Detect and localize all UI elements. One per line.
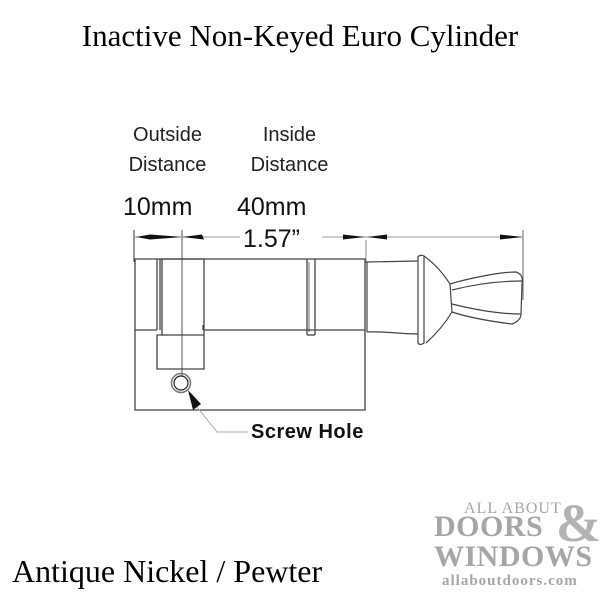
screw-hole-icon <box>173 375 189 391</box>
logo-website: allaboutdoors.com <box>442 573 578 589</box>
knob-flange <box>417 254 425 346</box>
outside-distance-value: 10mm <box>123 193 193 221</box>
inside-label-line1: Inside <box>262 124 317 146</box>
inside-label-line2: Distance <box>250 154 329 176</box>
knob-ridge-bottom <box>451 303 522 315</box>
outside-label-line2: Distance <box>128 154 207 176</box>
arrow-outside-left <box>136 234 182 240</box>
knob-ridge-top <box>451 280 523 291</box>
outside-label-line1: Outside <box>133 124 202 146</box>
overall-length-value: 1.57” <box>240 225 303 254</box>
logo-ampersand: & <box>556 493 600 553</box>
cylinder-outline <box>134 258 366 411</box>
screw-hole-label: Screw Hole <box>251 421 364 443</box>
arrow-knob-right <box>500 234 523 240</box>
knob-body <box>423 255 523 344</box>
inside-distance-value: 40mm <box>237 193 307 221</box>
arrow-inside-right <box>343 234 365 240</box>
logo-line-all-about: ALL ABOUT <box>464 500 562 517</box>
finish-label: Antique Nickel / Pewter <box>12 553 323 589</box>
product-title: Inactive Non-Keyed Euro Cylinder <box>81 18 519 53</box>
logo-line-windows: WINDOWS <box>434 540 593 573</box>
screw-hole-outer <box>170 372 192 394</box>
screw-hole-group <box>170 372 248 433</box>
arrow-knob-left <box>367 234 387 240</box>
outside-distance-label: Outside Distance <box>115 120 220 180</box>
knob-ridge-center <box>449 283 453 313</box>
dimension-arrows <box>136 234 523 240</box>
screw-hole-arrowhead <box>188 390 201 410</box>
screw-hole-leader <box>196 406 248 433</box>
thumb-turn <box>365 254 523 346</box>
brand-logo: ALL ABOUT & DOORS WINDOWS allaboutdoors.… <box>434 493 600 589</box>
inside-distance-label: Inside Distance <box>232 120 347 180</box>
shaft <box>366 260 419 335</box>
cam-block <box>156 258 205 370</box>
cylinder-body <box>134 258 366 411</box>
arrow-outside-right <box>182 234 204 240</box>
logo-line-doors: DOORS <box>434 510 544 543</box>
